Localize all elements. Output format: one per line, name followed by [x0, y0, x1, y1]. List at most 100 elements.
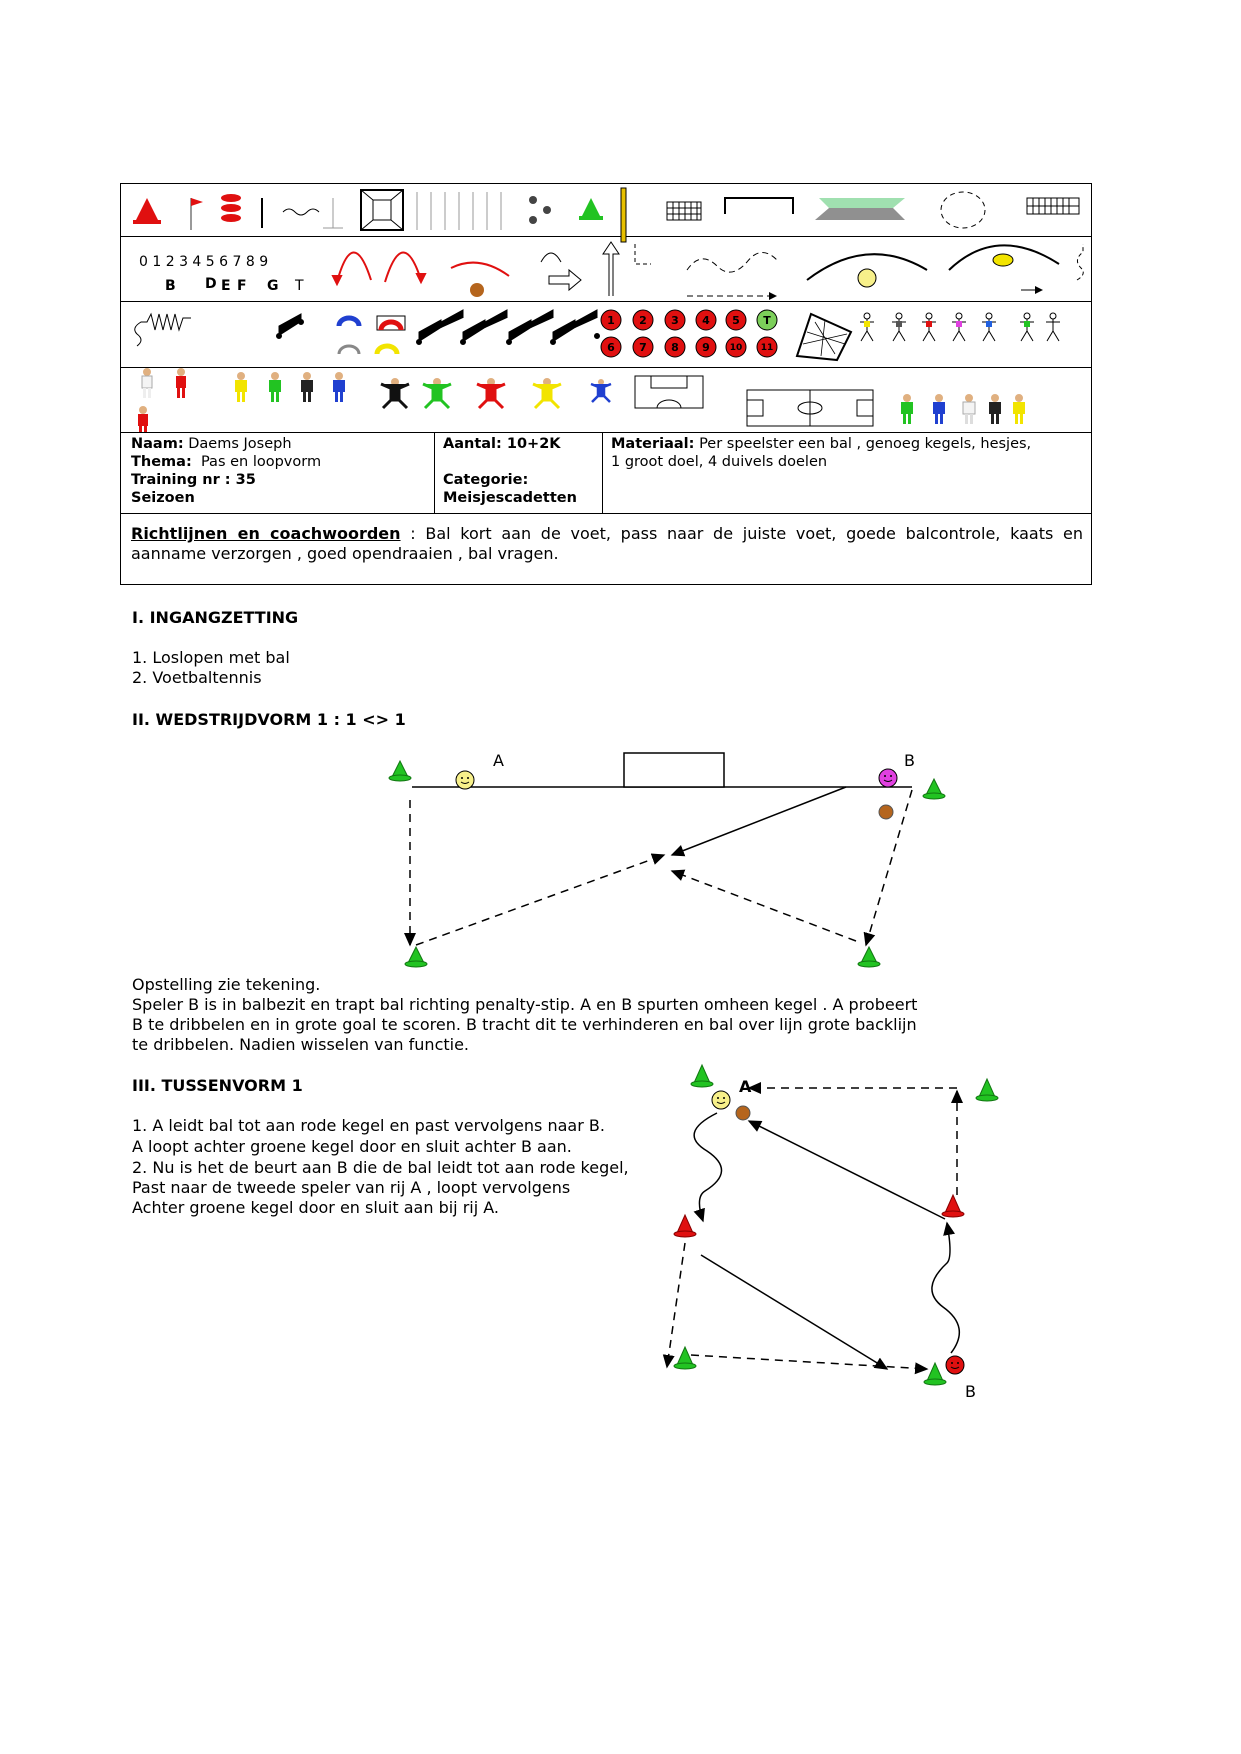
- penalty-area-icon: [634, 375, 704, 409]
- section3-text-3: 2. Nu is het de beurt aan B die de bal l…: [132, 1158, 629, 1177]
- disc-cones-icon: [221, 194, 241, 222]
- green-cone-icon: [388, 759, 412, 782]
- turn-arrow-icon: [540, 252, 582, 292]
- player-figures-row3: [860, 312, 1060, 342]
- section2-text-2: Speler B is in balbezit en trapt bal ric…: [132, 995, 918, 1014]
- thema-value: Pas en loopvorm: [200, 454, 322, 470]
- thema-label: Thema:: [131, 454, 192, 470]
- svg-text:3: 3: [671, 314, 679, 327]
- player-figures-row4b: [901, 394, 1025, 424]
- svg-text:10: 10: [730, 343, 743, 353]
- numbered-markers: 1 2 3 4 5 T 6 7 8 9 10 11: [600, 309, 778, 358]
- svg-text:4: 4: [702, 314, 710, 327]
- categorie-value: Meisjescadetten: [443, 490, 577, 506]
- player-a-face-icon: [455, 770, 475, 790]
- letter-d: D: [205, 276, 217, 292]
- big-goal-net-icon: [1026, 197, 1080, 215]
- info-naam-cell: Naam: Daems Joseph Thema: Pas en loopvor…: [131, 435, 431, 507]
- info-aantal-cell: Aantal: 10+2K Categorie: Meisjescadetten: [443, 435, 598, 507]
- green-cone-icon: [975, 1077, 999, 1102]
- info-materiaal-cell: Materiaal: Per speelster een bal , genoe…: [611, 435, 1081, 471]
- section3-text-5: Achter groene kegel door en sluit aan bi…: [132, 1198, 500, 1217]
- player-face-icon: [857, 268, 877, 288]
- svg-text:7: 7: [639, 341, 647, 354]
- symbol-table: 0 1 2 3 4 5 6 7 8 9 B D E F G T: [120, 183, 1092, 585]
- categorie-label: Categorie:: [443, 472, 529, 488]
- svg-text:6: 6: [607, 341, 615, 354]
- svg-text:11: 11: [761, 343, 774, 353]
- field-icon: [815, 198, 905, 220]
- section1-item-1: 1. Loslopen met bal: [132, 648, 290, 667]
- letter-e: E: [221, 278, 231, 294]
- green-cone-icon: [673, 1345, 697, 1370]
- materiaal-label: Materiaal:: [611, 436, 695, 452]
- section3-text-4: Past naar de tweede speler van rij A , l…: [132, 1178, 571, 1197]
- section3-text-1: 1. A leidt bal tot aan rode kegel en pas…: [132, 1116, 605, 1135]
- hurdle-chain-icon: [416, 309, 600, 345]
- section1-item-2: 2. Voetbaltennis: [132, 668, 262, 687]
- hurdle-icon: [282, 208, 320, 216]
- aantal-label: Aantal: 10+2K: [443, 436, 561, 452]
- zone-circle-icon: [940, 191, 986, 229]
- section3-title: III. TUSSENVORM 1: [132, 1076, 303, 1095]
- goal-icon: [623, 752, 725, 788]
- label-b: B: [904, 751, 915, 770]
- section2-text-1: Opstelling zie tekening.: [132, 975, 321, 994]
- hurdles-icon: [276, 313, 304, 339]
- materiaal-value-2: 1 groot doel, 4 duivels doelen: [611, 454, 828, 470]
- green-cone-icon: [857, 945, 881, 968]
- pitch-icon: [746, 389, 874, 427]
- lob-arrows-icon: [331, 251, 427, 287]
- green-cone-icon: [922, 777, 946, 800]
- curve-run-icon: [806, 253, 928, 281]
- letter-f: F: [237, 278, 247, 294]
- curved-pass-icon: [450, 261, 510, 277]
- section2-text-4: te dribbelen. Nadien wisselen van functi…: [132, 1035, 470, 1054]
- wedstrijdvorm-diagram: A B: [388, 751, 946, 968]
- ball-icon: [470, 283, 484, 297]
- label-a: A: [493, 751, 504, 770]
- mannequin-icon: [323, 198, 343, 229]
- section2-text-3: B te dribbelen en in grote goal te score…: [132, 1015, 917, 1034]
- red-cone-icon: [673, 1213, 697, 1238]
- tunnel-icon: [360, 189, 404, 231]
- up-arrow-icon: [602, 241, 620, 296]
- corner-flag-icon: [190, 198, 203, 230]
- svg-text:9: 9: [702, 341, 710, 354]
- svg-text:1: 1: [607, 314, 615, 327]
- player-figures-row4: [138, 368, 612, 432]
- svg-text:2: 2: [639, 314, 647, 327]
- green-cone-icon: [690, 1063, 714, 1088]
- numbers-label: 0 1 2 3 4 5 6 7 8 9: [139, 254, 268, 270]
- ball-icon: [878, 804, 894, 820]
- zigzag-run-icon: [134, 312, 191, 347]
- richtlijnen: Richtlijnen en coachwoorden : Bal kort a…: [131, 524, 1083, 564]
- dashed-up-icon: [1076, 244, 1084, 281]
- cone-icon: [133, 198, 161, 224]
- letter-g: G: [267, 278, 279, 294]
- svg-text:T: T: [763, 314, 771, 327]
- green-cone-icon: [404, 945, 428, 968]
- red-cone-icon: [941, 1193, 965, 1218]
- mini-hurdle-red-icon: [376, 315, 406, 331]
- goalpost-icon: [620, 187, 627, 243]
- dashed-wave-icon: [686, 252, 778, 273]
- section1-title: I. INGANGZETTING: [132, 608, 299, 627]
- naam-value: Daems Joseph: [188, 436, 292, 452]
- player-b-face-icon: [878, 768, 898, 788]
- green-cone-icon: [923, 1361, 947, 1386]
- svg-text:8: 8: [671, 341, 679, 354]
- letter-t: T: [294, 278, 304, 294]
- materiaal-value: Per speelster een bal , genoeg kegels, h…: [699, 436, 1032, 452]
- ball-icon: [735, 1105, 751, 1121]
- letter-b: B: [165, 278, 176, 294]
- label-b: B: [965, 1382, 976, 1401]
- balls-icon: [529, 196, 551, 224]
- green-cone-icon: [579, 198, 603, 220]
- svg-text:5: 5: [732, 314, 740, 327]
- symbol-legend: 0 1 2 3 4 5 6 7 8 9 B D E F G T: [133, 187, 1084, 432]
- small-goal-icon: [724, 197, 794, 214]
- dashed-turn-icon: [634, 244, 651, 265]
- label-a: A: [739, 1077, 752, 1096]
- player-b-face-icon: [945, 1355, 965, 1375]
